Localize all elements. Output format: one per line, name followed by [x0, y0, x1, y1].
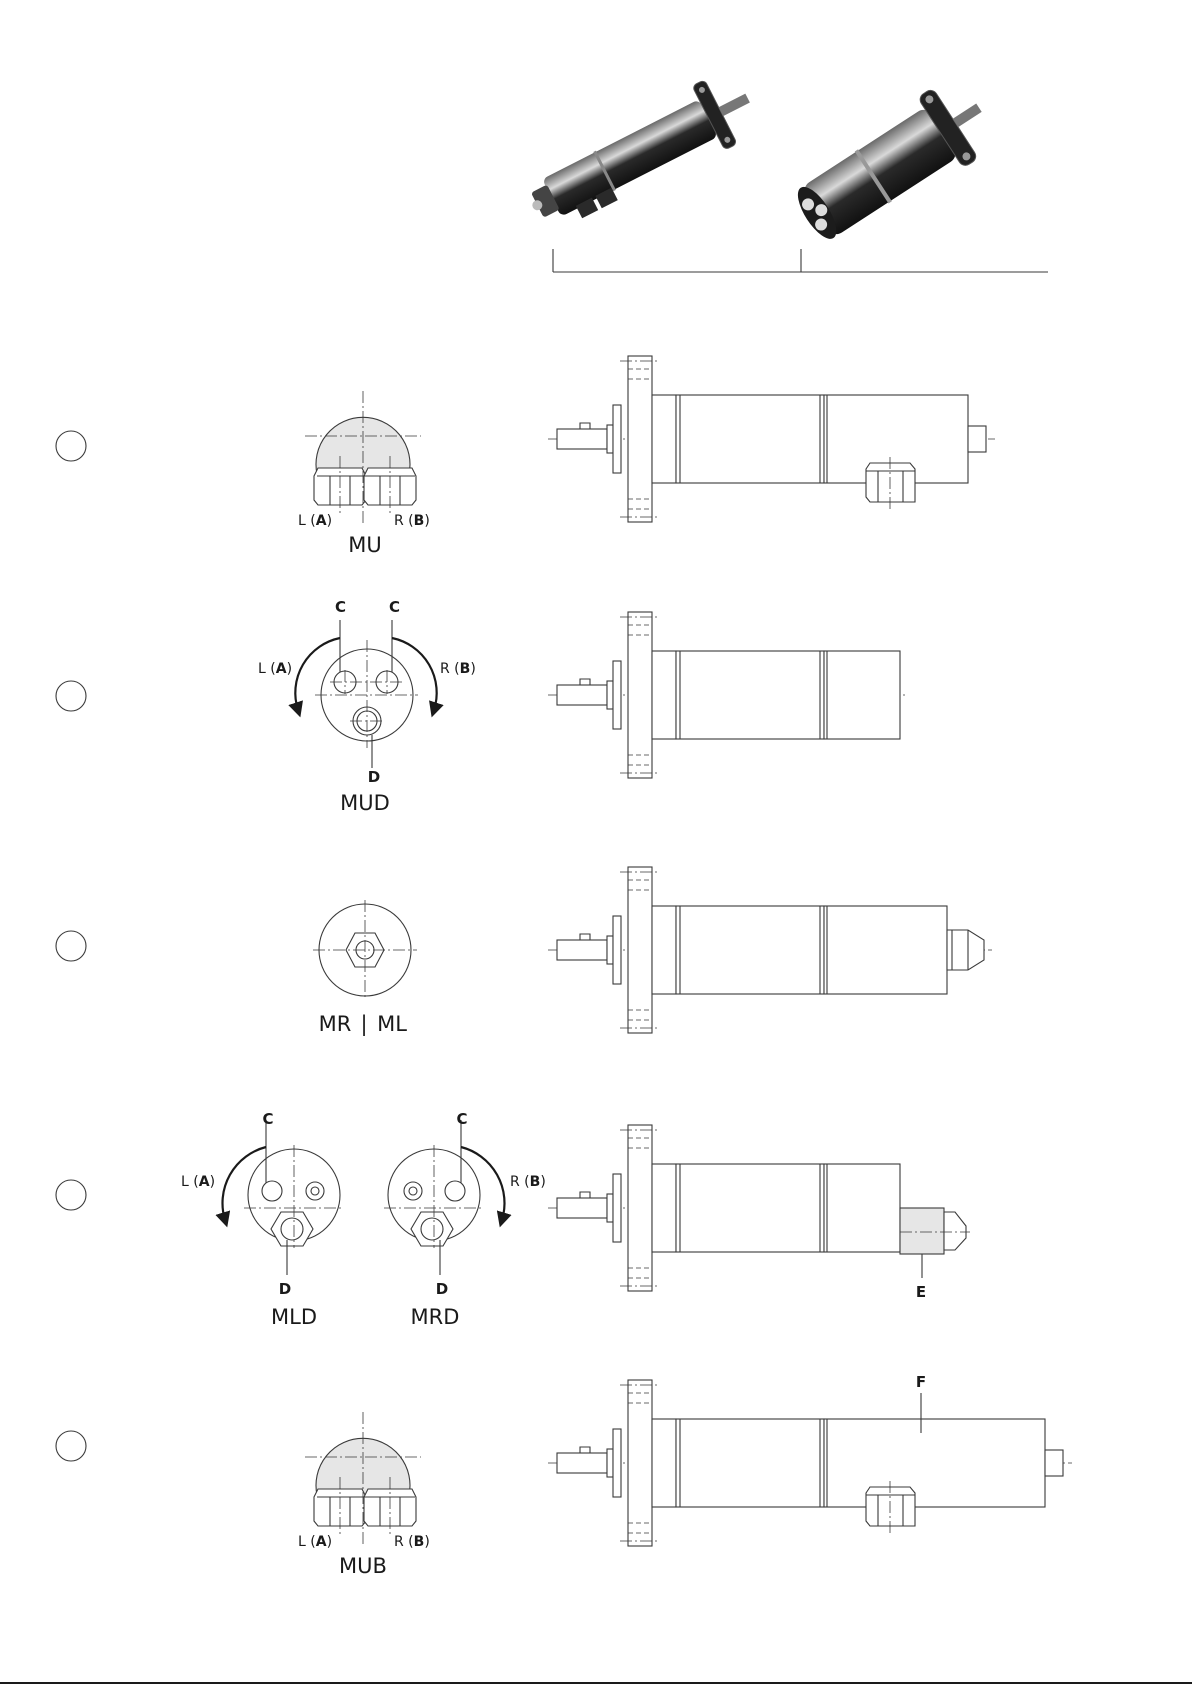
- callout-c-mld: C: [262, 1110, 273, 1128]
- variant-name-mld: MLD: [271, 1305, 317, 1329]
- side-view-mub: [548, 1380, 1072, 1546]
- row-marker-5: [56, 1431, 86, 1461]
- callout-c-mrd: C: [456, 1110, 467, 1128]
- variant-name-mub: MUB: [339, 1554, 387, 1578]
- variant-name-mr: MR: [319, 1012, 352, 1036]
- row-2-mud: C C D L (A) R (B) MUD: [56, 598, 905, 815]
- row-3-mr-ml: MR | ML: [56, 867, 992, 1037]
- end-view-mud: [295, 620, 436, 768]
- port-label-right: R (B): [394, 513, 430, 529]
- port-label-right: R (B): [440, 661, 476, 677]
- callout-e: E: [916, 1283, 926, 1301]
- side-view-mu: [548, 356, 995, 522]
- end-view-mub: [305, 1412, 421, 1545]
- port-label-left: L (A): [298, 1534, 332, 1550]
- row-5-mub: L (A) R (B) MUB: [56, 1373, 1072, 1578]
- product-photo-short-motor: [784, 73, 1002, 255]
- row-4-mld-mrd: C C D D L (A) R (B) MLD MRD: [56, 1110, 970, 1329]
- side-view-mud: [548, 612, 905, 778]
- side-view-mld-mrd: [548, 1125, 970, 1291]
- end-view-mrd: [384, 1120, 504, 1275]
- photo-divider-bracket: [553, 249, 1048, 272]
- port-label-left: L (A): [181, 1174, 215, 1190]
- callout-c-left: C: [335, 598, 346, 616]
- row-marker-4: [56, 1180, 86, 1210]
- product-photo-long-motor: [517, 66, 764, 240]
- variant-name-mu: MU: [348, 533, 382, 557]
- end-view-mu: [305, 391, 421, 524]
- name-separator: |: [360, 1012, 367, 1037]
- variant-name-mud: MUD: [340, 791, 390, 815]
- callout-f: F: [916, 1373, 926, 1391]
- callout-d: D: [368, 768, 380, 786]
- variant-name-ml: ML: [377, 1012, 407, 1036]
- side-view-mr-ml: [548, 867, 992, 1033]
- callout-c-right: C: [389, 598, 400, 616]
- callout-d-mld: D: [279, 1280, 291, 1298]
- row-marker-2: [56, 681, 86, 711]
- variant-name-mrd: MRD: [411, 1305, 460, 1329]
- end-view-mr-ml: [313, 900, 417, 1000]
- port-label-right: R (B): [510, 1174, 546, 1190]
- port-label-left: L (A): [298, 513, 332, 529]
- port-label-left: L (A): [258, 661, 292, 677]
- end-view-mld: [223, 1120, 344, 1275]
- row-marker-1: [56, 431, 86, 461]
- callout-d-mrd: D: [436, 1280, 448, 1298]
- port-label-right: R (B): [394, 1534, 430, 1550]
- row-marker-3: [56, 931, 86, 961]
- row-1-mu: L (A) R (B) MU: [56, 356, 995, 557]
